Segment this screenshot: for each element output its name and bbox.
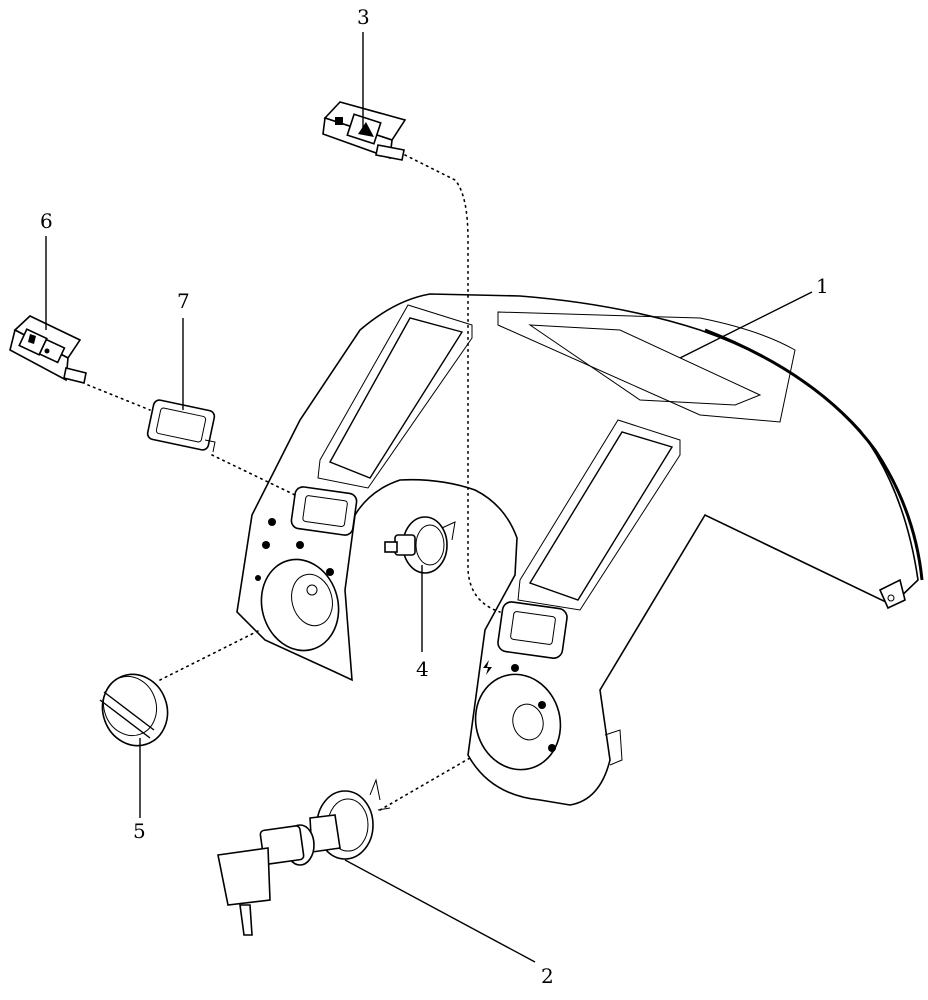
rotary-switch-icon (384, 516, 456, 574)
callout-5: 5 (133, 819, 146, 843)
assembly-line (404, 154, 501, 613)
assembly-line (87, 384, 151, 411)
callout-6: 6 (40, 209, 53, 233)
callout-7: 7 (177, 289, 190, 313)
callout-1: 1 (816, 274, 829, 298)
leader-line (344, 859, 536, 963)
callout-2: 2 (541, 964, 554, 988)
blank-plug-icon (146, 399, 216, 453)
control-knob-icon (99, 673, 169, 747)
rocker-switch-icon (322, 101, 407, 161)
assembly-line (159, 629, 261, 681)
leader-line (679, 291, 813, 359)
rocker-switch-icon (9, 315, 87, 384)
assembly-line (379, 757, 471, 811)
callout-3: 3 (357, 5, 370, 29)
ignition-switch-key-icon (217, 778, 391, 936)
callout-4: 4 (416, 657, 429, 681)
instrument-panel-icon (236, 293, 924, 806)
